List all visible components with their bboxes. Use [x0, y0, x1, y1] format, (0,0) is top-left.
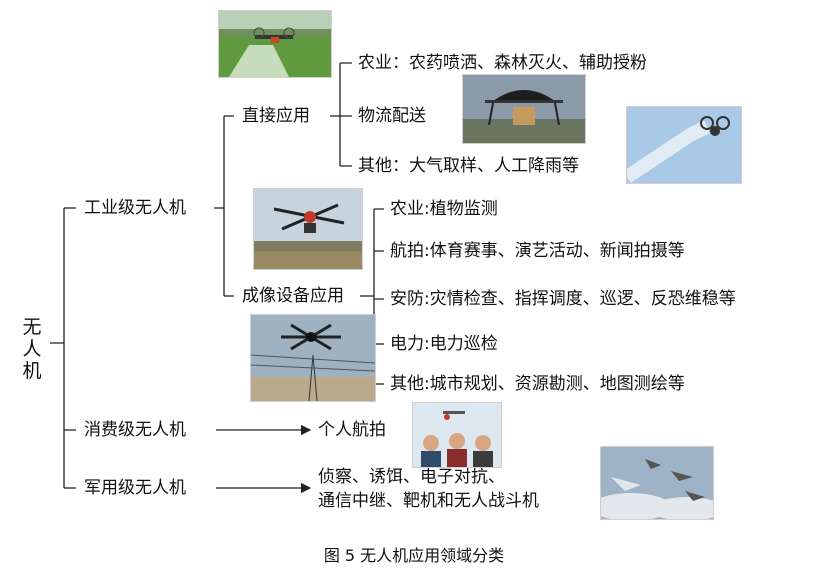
- drone-sky-sampling-photo: [626, 106, 742, 184]
- camera-drone-landscape-photo: [253, 188, 363, 270]
- military-drone-label: 军用级无人机: [84, 478, 186, 498]
- imaging-item-aerial: 航拍:体育赛事、演艺活动、新闻拍摄等: [390, 241, 685, 261]
- imaging-item-security: 安防:灾情检查、指挥调度、巡逻、反恐维稳等: [390, 289, 736, 309]
- consumer-drone-label: 消费级无人机: [84, 420, 186, 440]
- figure-caption: 图 5 无人机应用领域分类: [323, 546, 505, 565]
- direct-item-logistics: 物流配送: [358, 106, 426, 126]
- drone-power-line-image: [251, 315, 375, 401]
- military-target-line1: 侦察、诱饵、电子对抗、: [318, 467, 505, 487]
- people-selfie-drone-image: [413, 403, 501, 467]
- camera-drone-landscape-image: [254, 189, 362, 269]
- root-label: 无人机: [22, 316, 42, 382]
- direct-item-agriculture: 农业：农药喷洒、森林灭火、辅助授粉: [358, 53, 647, 73]
- fighter-jets-clouds-image: [601, 447, 713, 519]
- imaging-application-label: 成像设备应用: [242, 286, 344, 306]
- drone-spraying-field-image: [219, 11, 331, 77]
- imaging-item-other: 其他:城市规划、资源勘测、地图测绘等: [390, 374, 685, 394]
- drone-spraying-field-photo: [218, 10, 332, 78]
- direct-application-label: 直接应用: [242, 106, 310, 126]
- fighter-jets-clouds-photo: [600, 446, 714, 520]
- consumer-target-label: 个人航拍: [318, 420, 386, 440]
- industrial-drone-label: 工业级无人机: [84, 198, 186, 218]
- direct-item-other: 其他：大气取样、人工降雨等: [358, 156, 579, 176]
- imaging-item-power: 电力:电力巡检: [390, 334, 498, 354]
- delivery-drone-image: [463, 75, 585, 143]
- delivery-drone-photo: [462, 74, 586, 144]
- military-target-line2: 通信中继、靶机和无人战斗机: [318, 491, 539, 511]
- imaging-item-agriculture: 农业:植物监测: [390, 199, 498, 219]
- people-selfie-drone-photo: [412, 402, 502, 468]
- drone-sky-sampling-image: [627, 107, 741, 183]
- drone-power-line-photo: [250, 314, 376, 402]
